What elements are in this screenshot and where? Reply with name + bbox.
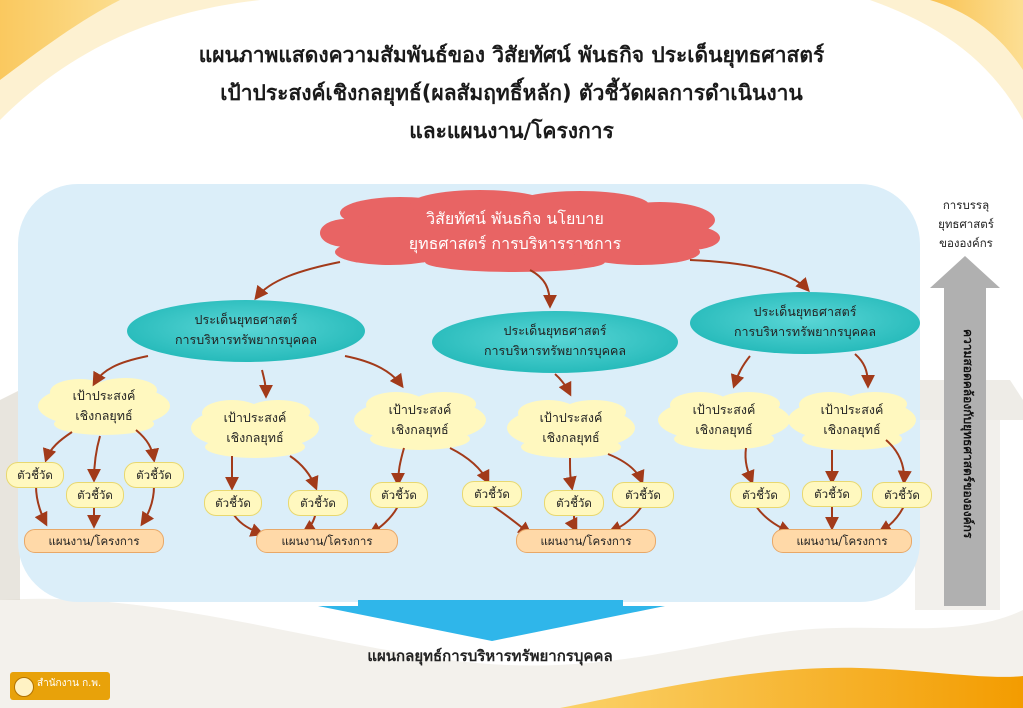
goal-cloud-5 [658,392,790,450]
side-line-2: ยุทธศาสตร์ [938,217,994,231]
title-line-1: แผนภาพแสดงความสัมพันธ์ของ วิสัยทัศน์ พัน… [198,43,825,67]
indicator-7: ตัวชี้วัด [462,481,522,507]
goal-6-line-2: เชิงกลยุทธ์ [823,422,881,437]
goal-cloud-3 [354,392,486,450]
seal-icon [14,677,34,697]
issue-2-line-2: การบริหารทรัพยากรบุคคล [483,343,627,358]
goal-2-line-1: เป้าประสงค์ [223,410,287,425]
goal-text-1: เป้าประสงค์ เชิงกลยุทธ์ [54,386,154,426]
indicator-1: ตัวชี้วัด [6,462,64,488]
indicator-5: ตัวชี้วัด [288,490,348,516]
goal-1-line-2: เชิงกลยุทธ์ [75,408,133,423]
issue-ellipse-1 [127,300,365,362]
plan-2: แผนงาน/โครงการ [256,529,398,553]
alignment-vertical-label: ความสอดคล้องกับยุทธศาสตร์ขององค์กร [961,329,975,539]
indicator-12: ตัวชี้วัด [872,482,932,508]
goal-3-line-1: เป้าประสงค์ [388,402,452,417]
issue-text-3: ประเด็นยุทธศาสตร์ การบริหารทรัพยากรบุคคล [695,302,915,342]
vision-cloud-text: วิสัยทัศน์ พันธกิจ นโยบาย ยุทธศาสตร์ การ… [330,206,700,256]
strategic-plan-label: แผนกลยุทธ์การบริหารทรัพยากรบุคคล [367,647,613,665]
ocsc-logo: สำนักงาน ก.พ. [10,672,110,700]
goal-text-6: เป้าประสงค์ เชิงกลยุทธ์ [802,400,902,440]
issue-text-2: ประเด็นยุทธศาสตร์ การบริหารทรัพยากรบุคคล [445,321,665,361]
side-line-3: ขององค์กร [939,236,993,250]
goal-clouds [38,378,916,458]
side-line-1: การบรรลุ [942,198,990,212]
goal-cloud-4 [507,400,635,458]
vision-line-1: วิสัยทัศน์ พันธกิจ นโยบาย [426,209,604,228]
indicator-6: ตัวชี้วัด [370,482,428,508]
issue-ellipse-3 [690,292,920,354]
indicator-11: ตัวชี้วัด [802,481,862,507]
indicator-2: ตัวชี้วัด [66,482,124,508]
plan-3: แผนงาน/โครงการ [516,529,656,553]
logo-text: สำนักงาน ก.พ. [37,678,102,689]
vision-line-2: ยุทธศาสตร์ การบริหารราชการ [408,234,622,253]
goal-cloud-6 [788,392,916,450]
issue-ellipse-2 [432,311,678,373]
vision-cloud [320,190,720,272]
issue-2-line-1: ประเด็นยุทธศาสตร์ [503,323,607,338]
goal-text-4: เป้าประสงค์ เชิงกลยุทธ์ [521,408,621,448]
side-up-arrow [930,256,1000,606]
side-caption: การบรรลุ ยุทธศาสตร์ ขององค์กร [920,196,1012,253]
issue-1-line-2: การบริหารทรัพยากรบุคคล [174,332,318,347]
goal-3-line-2: เชิงกลยุทธ์ [391,422,449,437]
goal-4-line-2: เชิงกลยุทธ์ [542,430,600,445]
indicator-8: ตัวชี้วัด [544,490,604,516]
title-line-2: เป้าประสงค์เชิงกลยุทธ์(ผลสัมฤทธิ์หลัก) ต… [220,81,803,105]
indicator-4: ตัวชี้วัด [204,490,262,516]
down-arrow [318,600,665,641]
goal-text-5: เป้าประสงค์ เชิงกลยุทธ์ [674,400,774,440]
issue-3-line-1: ประเด็นยุทธศาสตร์ [753,304,857,319]
goal-text-2: เป้าประสงค์ เชิงกลยุทธ์ [205,408,305,448]
goal-4-line-1: เป้าประสงค์ [539,410,603,425]
plan-1: แผนงาน/โครงการ [24,529,164,553]
issue-text-1: ประเด็นยุทธศาสตร์ การบริหารทรัพยากรบุคคล [136,310,356,350]
title-line-3: และแผนงาน/โครงการ [409,119,614,143]
goal-6-line-1: เป้าประสงค์ [820,402,884,417]
issue-1-line-1: ประเด็นยุทธศาสตร์ [194,312,298,327]
indicator-9: ตัวชี้วัด [612,482,674,508]
goal-1-line-1: เป้าประสงค์ [72,388,136,403]
goal-2-line-2: เชิงกลยุทธ์ [226,430,284,445]
indicator-3: ตัวชี้วัด [124,462,184,488]
goal-text-3: เป้าประสงค์ เชิงกลยุทธ์ [370,400,470,440]
plan-4: แผนงาน/โครงการ [772,529,912,553]
indicator-10: ตัวชี้วัด [730,482,790,508]
goal-5-line-2: เชิงกลยุทธ์ [695,422,753,437]
goal-cloud-2 [191,400,319,458]
issue-3-line-2: การบริหารทรัพยากรบุคคล [733,324,877,339]
goal-5-line-1: เป้าประสงค์ [692,402,756,417]
